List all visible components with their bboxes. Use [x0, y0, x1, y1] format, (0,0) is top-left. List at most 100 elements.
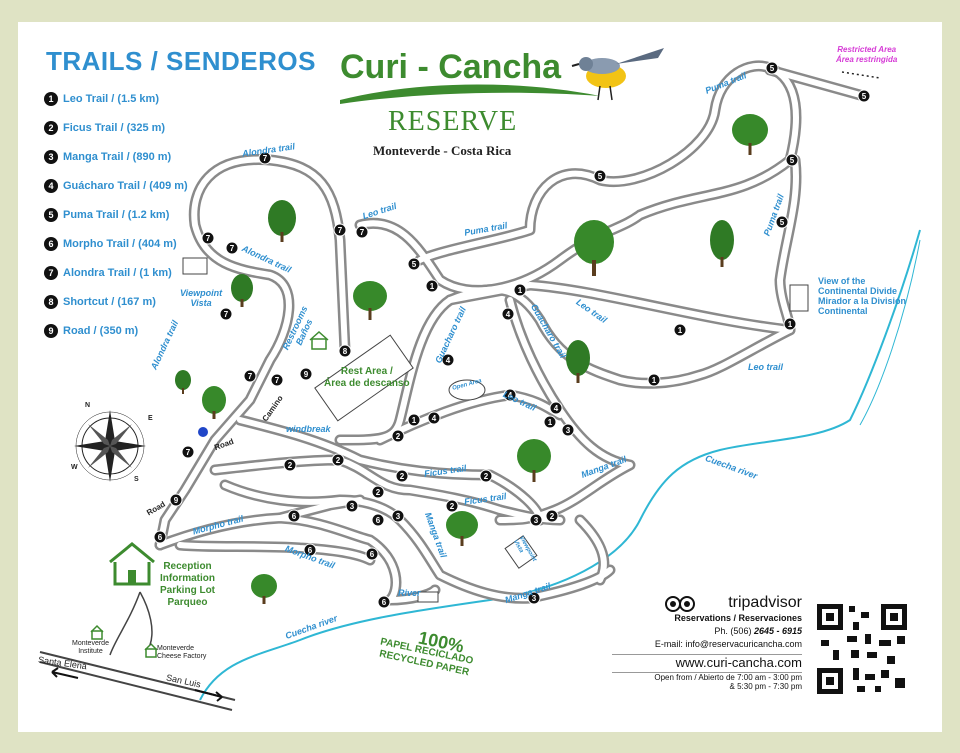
compass-east-label: E	[148, 415, 153, 422]
trail-marker: 7	[243, 369, 257, 383]
trail-marker-number: 3	[534, 516, 539, 525]
brand-name: Curi - Cancha	[340, 48, 562, 86]
divide-line-1: View of the	[818, 276, 866, 286]
trail-marker-number: 2	[288, 461, 293, 470]
trail-marker: 6	[287, 509, 301, 523]
trail-marker-number: 3	[396, 512, 401, 521]
water-tank	[198, 427, 208, 437]
trail-marker: 7	[258, 151, 272, 165]
trail-marker: 7	[201, 231, 215, 245]
trail-marker-number: 4	[508, 391, 513, 400]
qr-code	[817, 604, 907, 694]
viewpoint-line-1: Viewpoint	[180, 288, 223, 298]
trail-number-badge: 8	[44, 294, 58, 309]
trail-marker: 1	[407, 413, 421, 427]
trail-marker: 3	[527, 591, 541, 605]
trail-marker: 1	[783, 317, 797, 331]
trail-marker: 6	[153, 530, 167, 544]
trail-marker-number: 7	[206, 234, 211, 243]
trail-marker: 2	[545, 509, 559, 523]
trail-marker-number: 5	[862, 92, 867, 101]
map-paper	[18, 22, 942, 732]
website-link[interactable]: www.curi-cancha.com	[675, 655, 802, 670]
label-reception: Reception Information Parking Lot Parque…	[160, 561, 215, 609]
legend-label: Road / (350 m)	[63, 324, 139, 337]
arrow-santa-elena	[51, 667, 79, 679]
trail-marker: 2	[395, 469, 409, 483]
trail-number-badge: 6	[44, 236, 58, 251]
cuecha-river	[199, 229, 921, 701]
trail-marker: 2	[283, 458, 297, 472]
trail-marker-number: 6	[292, 512, 297, 521]
phone-number: 2645 - 6915	[753, 626, 802, 636]
contact-block: tripadvisor Reservations / Reservaciones…	[612, 594, 802, 691]
trail-number-badge: 3	[44, 149, 58, 164]
trail-marker-number: 2	[336, 456, 341, 465]
legend-title: TRAILS / SENDEROS	[46, 46, 316, 76]
legend-label: Manga Trail / (890 m)	[63, 150, 172, 163]
trail-marker-number: 8	[343, 347, 348, 356]
trail-marker-number: 1	[678, 326, 683, 335]
rest-area-box	[314, 334, 414, 422]
reception-line-1: Reception	[163, 561, 212, 572]
trail-marker: 7	[270, 373, 284, 387]
trail-number-badge: 9	[44, 323, 58, 338]
trail-marker: 1	[647, 373, 661, 387]
viewpoint-line-2: Vista	[190, 298, 212, 308]
trail-marker-number: 7	[263, 154, 268, 163]
divide-line-2: Continental Divide	[818, 286, 898, 296]
compass-north-label: N	[85, 402, 91, 409]
compass-south-label: S	[134, 476, 139, 483]
reception-line-2: Information	[160, 573, 215, 584]
label-leo-trail: Leo trail	[748, 362, 784, 372]
phone-line: Ph. (506) 2645 - 6915	[612, 625, 802, 638]
trail-marker-number: 6	[370, 550, 375, 559]
trail-number-badge: 5	[44, 207, 58, 222]
trail-marker: 5	[593, 169, 607, 183]
tripadvisor-wordmark: tripadvisor	[728, 594, 802, 611]
restricted-area-line	[841, 71, 881, 79]
compass-rose	[74, 410, 146, 482]
institute-line-2: Institute	[78, 648, 103, 655]
trail-marker-number: 7	[230, 244, 235, 253]
reception-house-icon	[109, 542, 155, 586]
trail-marker-number: 3	[566, 426, 571, 435]
cheese-line-1: Monteverde	[157, 645, 194, 652]
institute-line-1: Monteverde	[72, 640, 109, 647]
legend-item: 6 Morpho Trail / (404 m)	[44, 229, 188, 258]
trail-marker-number: 5	[790, 156, 795, 165]
brand-location: Monteverde - Costa Rica	[373, 143, 512, 158]
trail-marker: 4	[549, 401, 563, 415]
trail-marker: 8	[338, 344, 352, 358]
trail-marker-number: 4	[446, 356, 451, 365]
trail-marker-number: 7	[338, 226, 343, 235]
trail-marker: 4	[503, 388, 517, 402]
trail-marker-number: 6	[382, 598, 387, 607]
trail-marker-number: 5	[598, 172, 603, 181]
continental-viewpoint	[789, 284, 809, 312]
trail-marker: 1	[513, 283, 527, 297]
trail-marker-number: 2	[400, 472, 405, 481]
trail-marker-number: 9	[304, 370, 309, 379]
access-road	[109, 591, 153, 656]
rest-line-2: Área de descanso	[324, 378, 410, 389]
trail-marker: 2	[479, 469, 493, 483]
trail-marker-number: 3	[350, 502, 355, 511]
trail-marker: 7	[219, 307, 233, 321]
legend-label: Alondra Trail / (1 km)	[63, 266, 172, 279]
email: E-mail: info@reservacuricancha.com	[654, 639, 802, 649]
legend-label: Guácharo Trail / (409 m)	[63, 179, 188, 192]
bird-logo	[571, 48, 664, 101]
restricted-line-1: Restricted Area	[837, 45, 897, 54]
trees	[175, 114, 768, 604]
legend-label: Morpho Trail / (404 m)	[63, 237, 177, 250]
label-rest-area: Rest Area /Área de descanso	[324, 366, 410, 390]
arrow-san-luis	[194, 689, 223, 702]
trail-marker: 1	[425, 279, 439, 293]
trail-marker: 2	[371, 485, 385, 499]
